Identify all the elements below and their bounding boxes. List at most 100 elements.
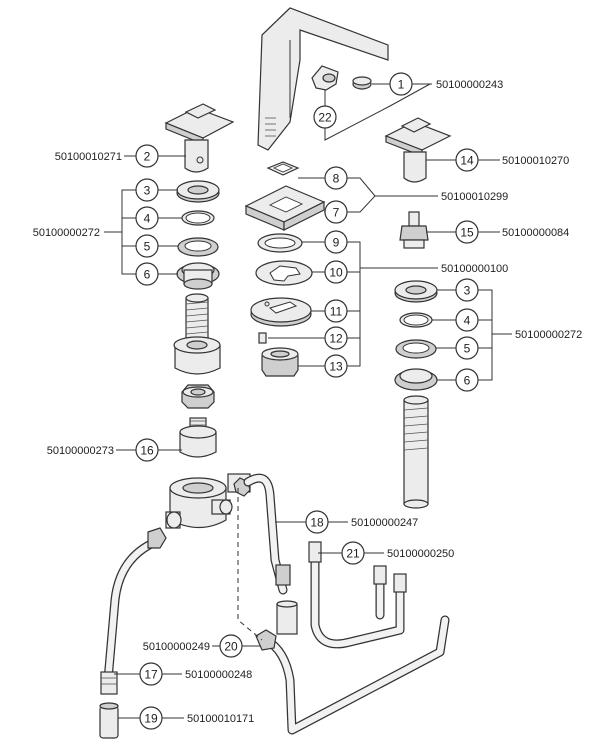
hose-21-part <box>308 541 407 649</box>
code-plate-set: 50100010299 <box>441 191 508 203</box>
callout-10: 10 <box>324 260 348 284</box>
callout-18: 18 <box>305 510 329 534</box>
right-seal-5-part <box>395 339 437 359</box>
code-base-set: 50100000100 <box>441 263 508 275</box>
hose-18-part <box>243 473 298 635</box>
callout-11: 11 <box>324 299 348 323</box>
svg-text:3: 3 <box>464 284 471 298</box>
left-seal-3-part <box>176 180 220 203</box>
svg-text:8: 8 <box>333 172 340 186</box>
callout-2: 2 <box>135 144 159 168</box>
plate-11-part <box>250 297 312 327</box>
svg-text:4: 4 <box>464 314 471 328</box>
callout-5-right: 5 <box>455 336 479 360</box>
screw-12-part <box>258 332 267 344</box>
part-codes: 50100000243 50100010271 50100000272 5010… <box>33 79 583 725</box>
code-1: 50100000243 <box>436 79 503 91</box>
right-seal-6-part <box>394 368 438 391</box>
right-handle-part <box>384 117 452 183</box>
callout-12: 12 <box>324 326 348 350</box>
aerator-part <box>352 76 372 90</box>
hose-17-part <box>100 527 167 695</box>
hose-20-part <box>255 615 450 735</box>
svg-text:1: 1 <box>398 78 405 92</box>
callout-circles: 1 2 3 4 5 6 7 8 9 10 11 12 13 14 15 16 1… <box>135 72 479 730</box>
svg-text:5: 5 <box>464 342 471 356</box>
code-18: 50100000247 <box>351 517 418 529</box>
callout-19: 19 <box>139 706 163 730</box>
svg-text:14: 14 <box>460 154 474 168</box>
left-seal-6-part <box>176 262 220 290</box>
code-2: 50100010271 <box>55 151 122 163</box>
svg-text:5: 5 <box>144 240 151 254</box>
svg-text:11: 11 <box>330 305 343 319</box>
code-16: 50100000273 <box>47 445 114 457</box>
ring-9-part <box>257 233 303 253</box>
right-seal-3-part <box>394 280 438 303</box>
left-hex-nut-part <box>181 384 215 409</box>
svg-text:7: 7 <box>333 206 340 220</box>
callout-7: 7 <box>324 200 348 224</box>
svg-text:9: 9 <box>333 236 340 250</box>
svg-text:12: 12 <box>329 332 343 346</box>
callout-4-right: 4 <box>455 308 479 332</box>
valve-body-part <box>165 473 251 529</box>
cartridge-16-part <box>179 417 217 458</box>
svg-text:19: 19 <box>144 712 158 726</box>
callout-16: 16 <box>135 438 159 462</box>
callout-8: 8 <box>324 166 348 190</box>
code-15: 50100000084 <box>502 227 569 239</box>
callout-4-left: 4 <box>135 206 159 230</box>
svg-text:4: 4 <box>144 212 151 226</box>
gasket-10-part <box>255 260 313 286</box>
gasket-8-part <box>266 161 300 176</box>
code-20: 50100000249 <box>143 641 210 653</box>
callout-6-left: 6 <box>135 262 159 286</box>
svg-text:13: 13 <box>329 360 343 374</box>
svg-text:22: 22 <box>318 111 332 125</box>
left-seal-4-part <box>181 210 215 226</box>
cartridge-15-part <box>399 211 429 249</box>
code-21: 50100000250 <box>387 548 454 560</box>
svg-text:2: 2 <box>144 150 151 164</box>
callout-22: 22 <box>313 105 337 129</box>
callout-3-right: 3 <box>455 278 479 302</box>
callout-14: 14 <box>455 148 479 172</box>
plate-7-part <box>244 185 326 231</box>
svg-text:20: 20 <box>224 640 238 654</box>
svg-text:21: 21 <box>346 547 360 561</box>
callout-17: 17 <box>139 662 163 686</box>
fitting-19-part <box>99 702 119 739</box>
code-left-seals: 50100000272 <box>33 227 100 239</box>
code-19: 50100010171 <box>187 713 254 725</box>
svg-text:10: 10 <box>329 266 343 280</box>
callout-15: 15 <box>455 220 479 244</box>
left-seal-5-part <box>177 237 219 257</box>
center-axis-dash <box>237 488 263 641</box>
svg-text:6: 6 <box>144 268 151 282</box>
code-14: 50100010270 <box>502 155 569 167</box>
svg-text:18: 18 <box>310 516 324 530</box>
right-seal-4-part <box>399 312 433 328</box>
code-17: 50100000248 <box>185 669 252 681</box>
nut-13-part <box>261 347 299 377</box>
aerator-key-part <box>311 65 339 91</box>
callout-9: 9 <box>324 230 348 254</box>
callout-13: 13 <box>324 354 348 378</box>
svg-text:15: 15 <box>460 226 474 240</box>
svg-text:16: 16 <box>140 444 154 458</box>
svg-text:6: 6 <box>464 374 471 388</box>
callout-1: 1 <box>389 72 413 96</box>
left-handle-part <box>164 103 235 173</box>
right-threaded-rod-part <box>403 395 429 509</box>
callout-21: 21 <box>341 541 365 565</box>
callout-3-left: 3 <box>135 178 159 202</box>
svg-text:3: 3 <box>144 184 151 198</box>
callout-5-left: 5 <box>135 234 159 258</box>
left-threaded-rod-part <box>173 293 221 375</box>
callout-20: 20 <box>219 634 243 658</box>
svg-text:17: 17 <box>144 668 158 682</box>
code-right-seals: 50100000272 <box>515 329 582 341</box>
callout-6-right: 6 <box>455 368 479 392</box>
